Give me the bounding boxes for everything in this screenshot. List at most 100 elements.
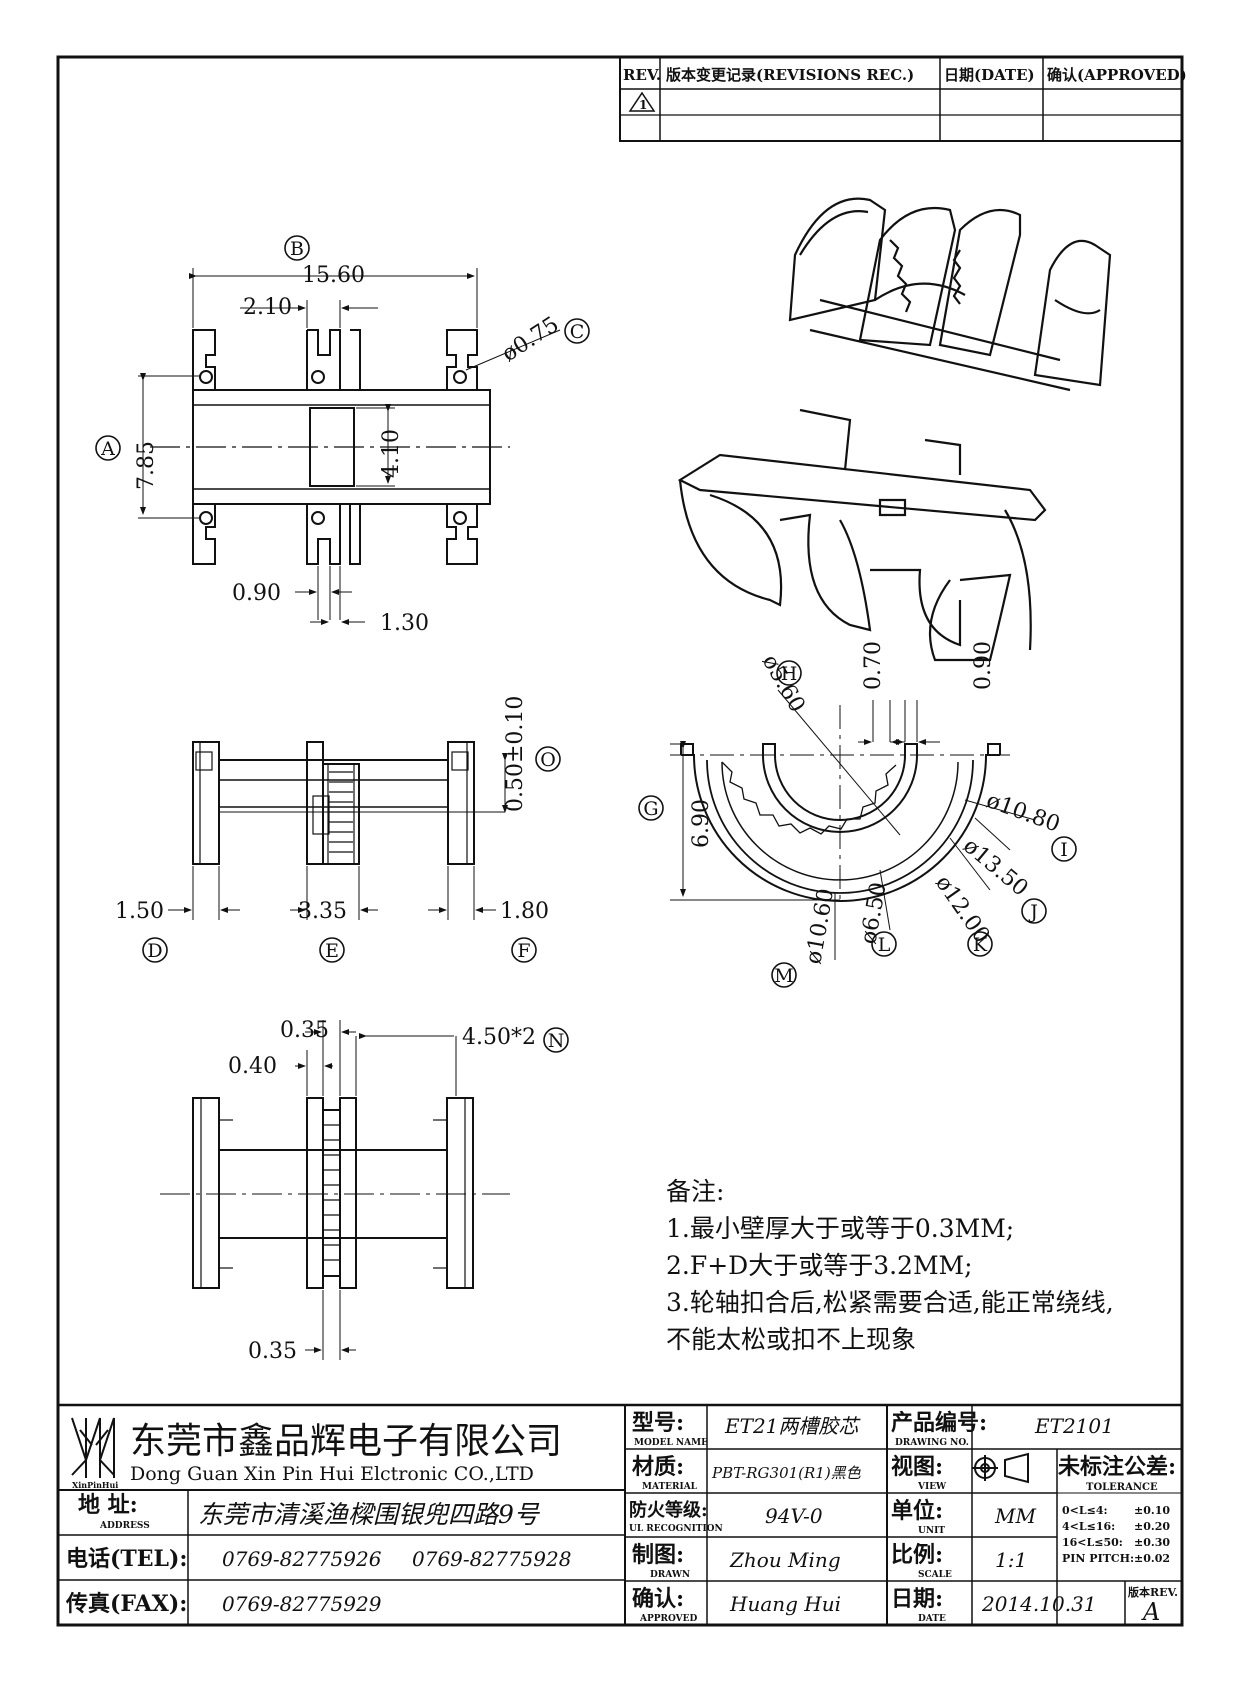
date-value: 2014.10.31 [981,1592,1097,1616]
callout-J: J [1028,901,1038,923]
date-sub: DATE [918,1614,946,1624]
scale-label: 比例: [891,1542,943,1568]
callout-H-circle [776,660,802,686]
approved-sub: APPROVED [639,1614,698,1624]
dim-window: 4.10 [379,429,404,478]
callout-A-circle [95,435,121,461]
tolerance-value-2: ±0.20 [1134,1520,1170,1533]
material-value: PBT-RG301(R1)黑色 [711,1464,862,1482]
approved-value: Huang Hui [729,1592,841,1616]
dim-slot: 2.10 [243,295,292,320]
sheet-border [56,55,1184,1627]
callout-B-circle [284,235,310,261]
tolerance-value-1: ±0.10 [1134,1504,1170,1517]
callout-L: L [878,934,891,956]
dim-D: 1.50 [115,899,164,924]
dim-A: 7.85 [134,441,159,490]
callout-G-circle [638,795,664,821]
side-view [168,741,508,920]
ul-value: 94V-0 [765,1504,823,1528]
callout-F: F [517,940,530,962]
callout-M-circle [771,962,797,988]
logo-text: XinPinHui [72,1480,118,1490]
company-name-en: Dong Guan Xin Pin Hui Elctronic CO.,LTD [130,1463,534,1485]
callout-I: I [1060,839,1068,861]
rev-header-date: 日期(DATE) [944,66,1035,84]
drawing-no-value: ET2101 [1034,1414,1114,1438]
dim-B: 15.60 [302,263,365,288]
callout-G: G [643,798,658,820]
scale-sub: SCALE [918,1570,952,1580]
callout-O: O [540,749,556,771]
dim-bottom-c: 0.35 [248,1339,297,1364]
top-view [138,268,561,625]
callout-K-circle [967,931,993,957]
front-view [670,689,1036,960]
scale-value: 1:1 [995,1548,1027,1572]
tolerance-range-3: 16<L≤50: [1062,1536,1123,1549]
callout-C-circle [564,318,590,344]
drawn-label: 制图: [632,1542,684,1568]
callout-A: A [100,438,115,460]
dim-E: 3.35 [298,899,347,924]
dim-pin-gap: 1.30 [380,611,429,636]
dim-J: ø13.50 [958,833,1032,901]
address-label: 地 址: [78,1492,138,1518]
dim-bottom-a: 0.35 [280,1018,329,1043]
rev-label: 版本REV. [1128,1585,1178,1599]
callout-N: N [548,1030,565,1052]
drawn-sub: DRAWN [650,1570,690,1580]
drawn-value: Zhou Ming [729,1548,841,1572]
drawing-no-sub: DRAWING NO. [895,1438,969,1448]
callout-M: M [774,965,793,987]
ul-label: 防火等级: [629,1499,708,1521]
material-sub: MATERIAL [642,1482,698,1492]
notes-title: 备注: [666,1177,724,1206]
dim-F: 1.80 [500,899,549,924]
address-value: 东莞市清溪渔樑围银兜四路9号 [198,1500,541,1529]
rev-header-rev: REV. [623,66,661,84]
callout-L-circle [871,931,897,957]
fax-value: 0769-82775929 [222,1592,382,1616]
callout-C: C [570,321,585,343]
projection-symbol-icon [972,1452,1029,1484]
address-sub: ADDRESS [99,1521,150,1531]
dim-M: ø10.60 [801,887,839,966]
rev-header-record: 版本变更记录(REVISIONS REC.) [666,66,914,84]
tolerance-label: 未标注公差: [1058,1454,1176,1480]
material-label: 材质: [632,1454,684,1480]
approved-label: 确认: [632,1586,684,1612]
note-3: 3.轮轴扣合后,松紧需要合适,能正常绕线, [666,1288,1114,1317]
callout-E-circle [319,937,345,963]
tel-1: 0769-82775926 [222,1547,382,1571]
callout-I-circle [1051,836,1077,862]
isometric-upper-half [788,197,1112,392]
model-value: ET21两槽胶芯 [724,1414,861,1438]
note-2: 2.F+D大于或等于3.2MM; [666,1251,973,1280]
note-4: 不能太松或扣不上现象 [666,1325,916,1354]
rev-value: A [1141,1598,1160,1626]
ul-sub: UL RECOGNITION [629,1524,723,1534]
rev-mark: 1 [639,98,647,112]
callout-N-circle [543,1027,569,1053]
unit-label: 单位: [891,1498,943,1524]
tolerance-range-4: PIN PITCH: [1062,1552,1134,1565]
isometric-lower-half [677,408,1047,662]
dim-gap1: 0.70 [861,641,886,690]
model-label: 型号: [632,1410,684,1436]
callout-F-circle [511,937,537,963]
dim-N: 4.50*2 [462,1025,536,1050]
callout-O-circle [535,746,561,772]
company-logo [71,1417,115,1478]
dim-G: 6.90 [689,799,714,848]
note-1: 1.最小壁厚大于或等于0.3MM; [666,1214,1014,1243]
dim-pin-width: 0.90 [232,581,281,606]
tolerance-sub: TOLERANCE [1086,1482,1158,1493]
title-block-grid [58,1403,1182,1625]
rev-header-approved: 确认(APPROVED) [1047,66,1187,84]
tolerance-range-2: 4<L≤16: [1062,1520,1115,1533]
dim-hole: ø0.75 [498,312,564,367]
fax-label: 传真(FAX): [65,1591,187,1617]
tolerance-value-4: ±0.02 [1134,1552,1170,1565]
